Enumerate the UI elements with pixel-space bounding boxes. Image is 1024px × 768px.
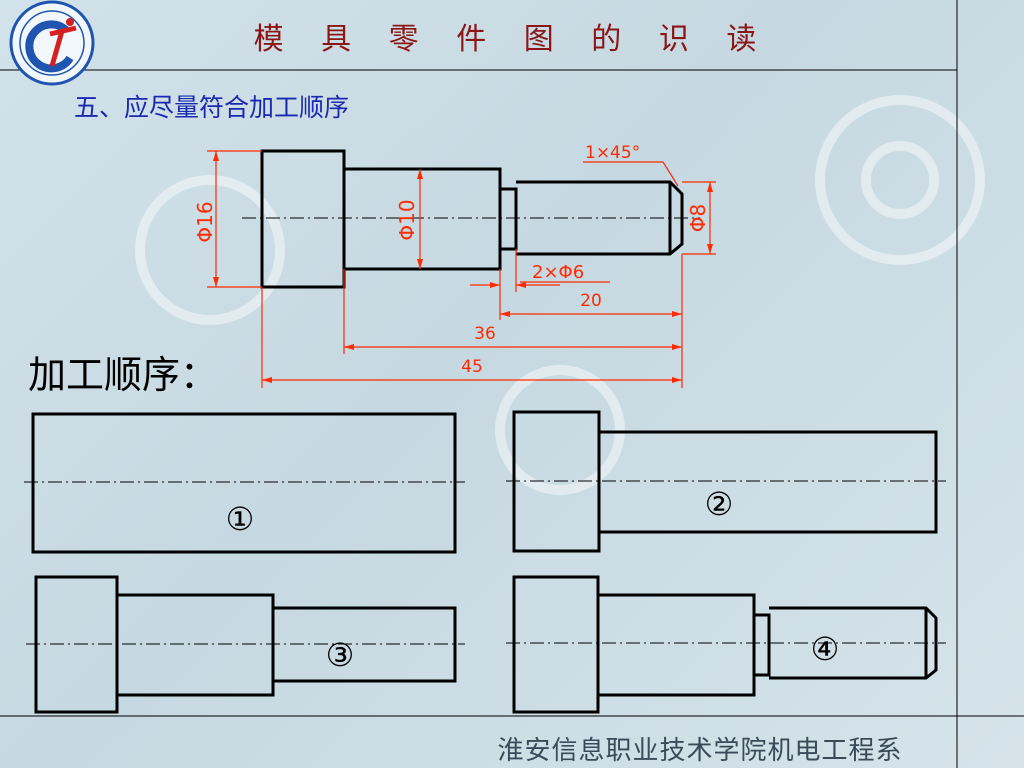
step-2-figure: ② (506, 410, 946, 553)
dim-chamfer: 1×45° (585, 143, 640, 163)
footer-institution: 淮安信息职业技术学院机电工程系 (497, 736, 903, 766)
dim-dia8: Φ8 (686, 204, 710, 232)
dim-length-45: 45 (461, 357, 483, 377)
section-heading: 五、应尽量符合加工顺序 (74, 93, 350, 122)
dim-dia16: Φ16 (193, 201, 217, 242)
step-1-figure: ① (24, 412, 465, 554)
part-outline (260, 149, 684, 289)
dim-groove: 2×Φ6 (532, 262, 584, 283)
step-2-label: ② (705, 485, 734, 523)
dim-dia10: Φ10 (395, 199, 419, 240)
step-3-label: ③ (326, 636, 355, 674)
step-4-figure: ④ (506, 575, 946, 714)
sequence-label: 加工顺序： (28, 353, 219, 397)
step-4-label: ④ (811, 630, 840, 668)
step-3-figure: ③ (26, 575, 465, 714)
college-logo-icon (9, 0, 95, 86)
step-1-label: ① (226, 500, 255, 538)
slide-title: 模 具 零 件 图 的 识 读 (253, 22, 771, 57)
dimension-arrows (213, 151, 713, 383)
gear-watermark-icon (135, 95, 985, 495)
dim-length-20: 20 (580, 291, 602, 311)
dim-length-36: 36 (474, 324, 496, 344)
part-drawing: Φ16 Φ10 Φ8 1×45° 2×Φ6 20 36 45 (193, 143, 716, 388)
